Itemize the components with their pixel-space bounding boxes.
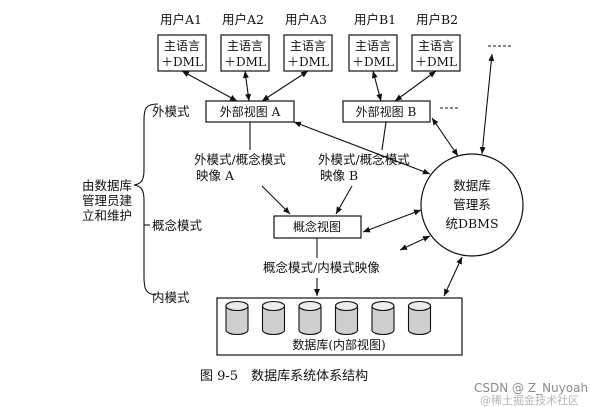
mapping-b-line2: 映像 B [320, 168, 358, 183]
mapping-a-line1: 外模式/概念模式 [194, 152, 286, 167]
conceptual-view-label: 概念视图 [293, 219, 341, 234]
user-a3-line1: 主语言 [290, 39, 326, 53]
user-a2-line2: ＋DML [224, 55, 266, 69]
conceptual-view: 概念视图 [273, 215, 362, 239]
level-internal-label: 内模式 [152, 290, 190, 305]
user-b1-line1: 主语言 [355, 39, 391, 53]
csdn-watermark: CSDN @ Z_Nuyoah [474, 381, 588, 395]
user-b1-title: 用户B1 [354, 12, 396, 27]
database-cylinder-icon [371, 300, 395, 336]
user-b1-line2: ＋DML [352, 55, 394, 69]
user-b1-box: 主语言 ＋DML [348, 34, 398, 72]
dbms-line1: 数据库 [453, 178, 491, 193]
arrow-mapping-b-conceptual [335, 185, 353, 215]
cylinder-group [225, 300, 432, 336]
arrow-mapping-a-conceptual [261, 185, 291, 215]
arrow-view-b-dbms [431, 117, 459, 157]
side-label-line1: 由数据库 [82, 178, 132, 193]
side-label-line2: 管理员建 [82, 193, 133, 208]
level-conceptual-label: 概念模式 [152, 218, 203, 233]
arrow-a1-view-a [181, 70, 238, 102]
user-a1-line1: 主语言 [164, 39, 200, 53]
arrow-b2-view-b [394, 70, 437, 102]
external-view-a-label: 外部视图 A [220, 104, 281, 119]
connector-view-b-mapping [381, 121, 387, 151]
arrow-mapping-dbms [399, 235, 431, 251]
database-cylinder-icon [225, 300, 249, 336]
mapping-b-line1: 外模式/概念模式 [318, 152, 410, 167]
arrow-b1-view-b [371, 70, 383, 102]
user-a3-line2: ＋DML [287, 55, 329, 69]
admin-brace [133, 103, 159, 296]
arrow-users-dbms [479, 53, 495, 155]
community-watermark: @稀土掘金技术社区 [480, 393, 579, 407]
arrow-a3-view-a [261, 70, 309, 102]
user-b2-box: 主语言 ＋DML [411, 34, 461, 72]
arrow-database-dbms [443, 256, 463, 297]
user-a1-box: 主语言 ＋DML [157, 34, 207, 72]
database-internal-view: 数据库(内部视图) [216, 297, 463, 356]
user-b2-title: 用户B2 [416, 12, 458, 27]
user-b2-line2: ＋DML [415, 55, 457, 69]
user-a3-box: 主语言 ＋DML [283, 34, 333, 72]
side-label-line3: 立和维护 [82, 208, 132, 223]
mapping-conceptual-internal: 概念模式/内模式映像 [263, 260, 380, 275]
user-a3-title: 用户A3 [285, 12, 327, 27]
arrow-a2-view-a [242, 70, 252, 102]
user-a2-title: 用户A2 [222, 12, 264, 27]
user-a1-line2: ＋DML [161, 55, 203, 69]
dbms-node: 数据库 管理系 统DBMS [420, 153, 524, 257]
figure-caption: 图 9-5 数据库系统体系结构 [200, 368, 368, 384]
database-cylinder-icon [298, 300, 322, 336]
arrow-view-a-dbms [293, 121, 431, 175]
external-view-b-label: 外部视图 B [356, 104, 417, 119]
database-cylinder-icon [334, 300, 359, 336]
level-external-label: 外模式 [152, 104, 190, 119]
database-cylinder-icon [407, 300, 432, 336]
external-view-a: 外部视图 A [205, 100, 295, 123]
user-a2-line1: 主语言 [227, 39, 263, 53]
external-view-b: 外部视图 B [342, 100, 431, 123]
user-b2-line1: 主语言 [418, 39, 454, 53]
user-a1-title: 用户A1 [160, 12, 202, 27]
user-a2-box: 主语言 ＋DML [220, 34, 270, 72]
database-cylinder-icon [261, 300, 286, 336]
mapping-a-line2: 映像 A [196, 168, 235, 183]
dbms-line2: 管理系 [453, 197, 491, 212]
dbms-line3: 统DBMS [445, 216, 498, 231]
arrow-conceptual-dbms [362, 209, 422, 233]
database-label: 数据库(内部视图) [292, 337, 385, 352]
